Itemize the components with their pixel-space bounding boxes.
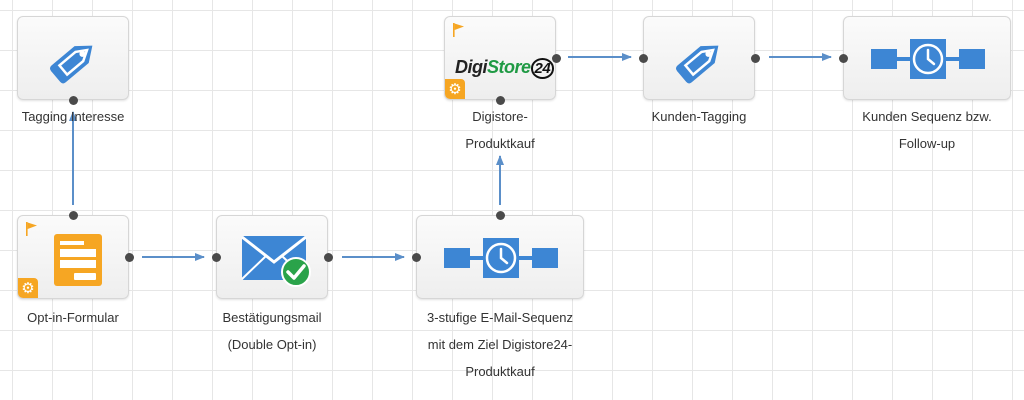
node-label: Kunden-Tagging <box>629 103 769 130</box>
flag-icon <box>26 222 37 236</box>
label-line: mit dem Ziel Digistore24- <box>427 337 573 352</box>
node-label: Bestätigungsmail (Double Opt-in) <box>192 304 352 358</box>
node-label: 3-stufige E-Mail-Sequenz mit dem Ziel Di… <box>400 304 600 385</box>
timer-sequence-icon <box>444 238 558 278</box>
label-text: Opt-in-Formular <box>27 310 119 325</box>
timer-sequence-icon <box>871 39 985 79</box>
output-port[interactable] <box>69 96 78 105</box>
label-line: Produktkauf <box>465 364 535 379</box>
label-line: 3-stufige E-Mail-Sequenz <box>427 310 573 325</box>
output-port[interactable] <box>324 253 333 262</box>
flag-icon <box>453 23 464 37</box>
input-port[interactable] <box>839 54 848 63</box>
input-port[interactable] <box>212 253 221 262</box>
node-kunden-sequenz[interactable] <box>839 16 1011 100</box>
input-port[interactable] <box>496 96 505 105</box>
output-port[interactable] <box>69 211 78 220</box>
node-label: Kunden Sequenz bzw. Follow-up <box>837 103 1017 157</box>
logo-part: Store <box>487 57 531 77</box>
label-line: Bestätigungsmail <box>222 310 322 325</box>
node-label: Tagging Interesse <box>3 103 143 130</box>
label-line: Kunden Sequenz bzw. <box>862 109 992 124</box>
label-line: (Double Opt-in) <box>227 337 317 352</box>
form-icon <box>54 234 102 286</box>
label-line: Follow-up <box>898 136 956 151</box>
gear-icon[interactable]: ⚙ <box>445 79 465 99</box>
label-line: Produktkauf <box>465 136 535 151</box>
output-port[interactable] <box>552 54 561 63</box>
node-kunden-tagging[interactable] <box>639 16 760 100</box>
node-tagging-interesse[interactable] <box>17 16 129 105</box>
node-opt-in-formular[interactable]: ⚙ <box>17 211 134 299</box>
node-label: Digistore- Produktkauf <box>430 103 570 157</box>
tag-icon <box>49 45 93 84</box>
logo-part: 24 <box>530 58 555 79</box>
output-port[interactable] <box>125 253 134 262</box>
output-port[interactable] <box>496 211 505 220</box>
node-label: Opt-in-Formular <box>3 304 143 331</box>
output-port[interactable] <box>751 54 760 63</box>
input-port[interactable] <box>412 253 421 262</box>
tag-icon <box>675 45 719 84</box>
label-text: Kunden-Tagging <box>651 109 747 124</box>
gear-icon[interactable]: ⚙ <box>18 278 38 298</box>
label-line: Digistore- <box>472 109 528 124</box>
logo-part: Digi <box>455 57 488 77</box>
node-bestaetigungsmail[interactable] <box>212 215 333 299</box>
node-email-sequenz[interactable] <box>412 211 584 299</box>
label-text: Tagging Interesse <box>21 109 125 124</box>
input-port[interactable] <box>639 54 648 63</box>
email-check-icon <box>241 235 311 287</box>
